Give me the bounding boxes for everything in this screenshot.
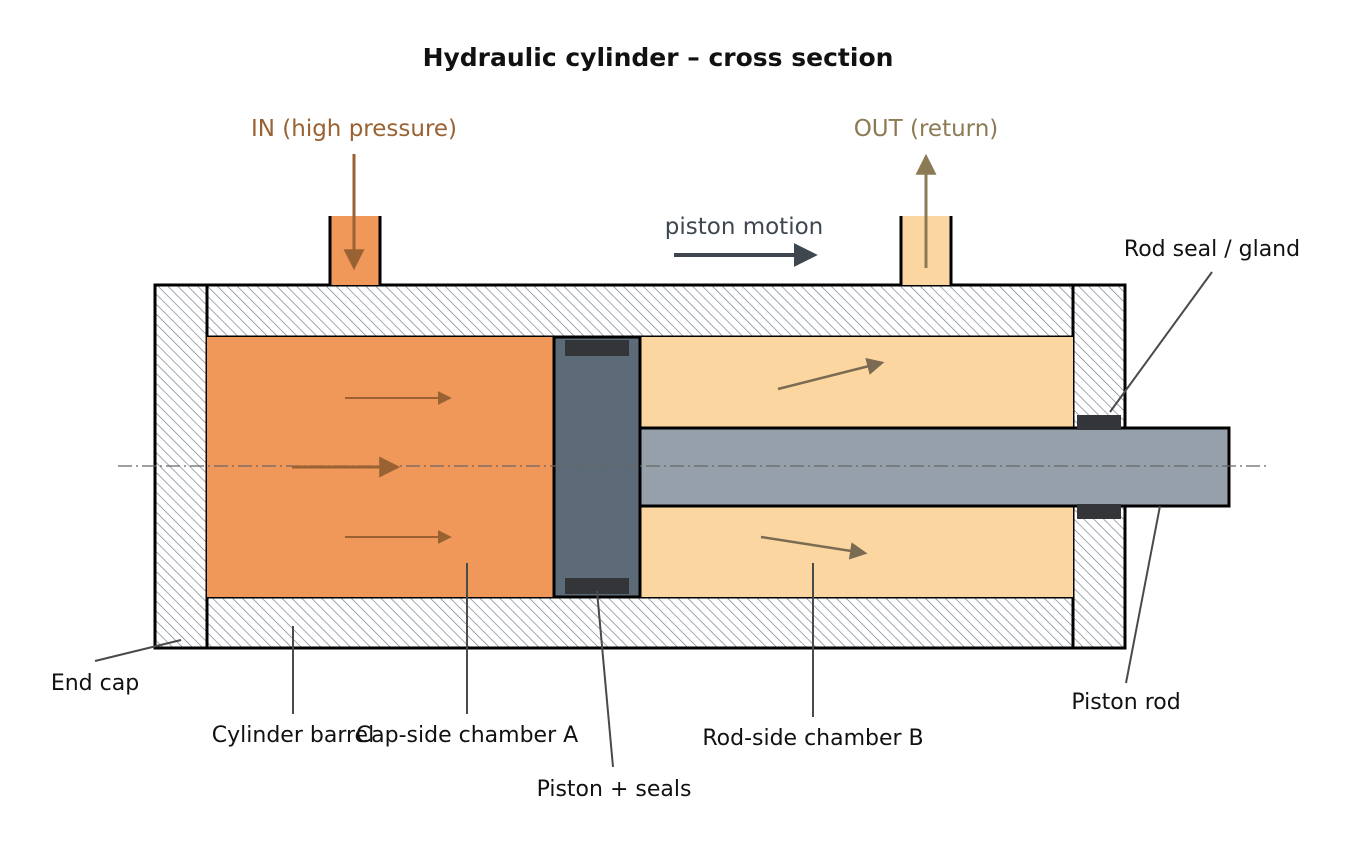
- flow-arrow-b1: [777, 357, 885, 391]
- label-cylinder-barrel: Cylinder barrel: [212, 723, 374, 748]
- piston-seal-bottom: [565, 578, 629, 594]
- inlet-label: IN (high pressure): [251, 116, 457, 142]
- label-piston-seals: Piston + seals: [537, 777, 692, 802]
- piston-seal-top: [565, 340, 629, 356]
- label-piston-rod: Piston rod: [1071, 690, 1180, 715]
- label-cap-side-chamber: Cap-side chamber A: [356, 723, 578, 748]
- piston: [552, 335, 642, 599]
- rod-seal-top: [1077, 415, 1121, 430]
- barrel-top-wall: [205, 283, 1075, 339]
- label-rod-seal: Rod seal / gland: [1124, 237, 1300, 262]
- leader-piston: [596, 590, 614, 768]
- leader-end-cap: [94, 639, 182, 662]
- diagram-title: Hydraulic cylinder – cross section: [423, 43, 894, 72]
- flow-arrow-b2: [760, 535, 868, 560]
- rod-seal-bottom: [1077, 504, 1121, 519]
- label-end-cap: End cap: [51, 671, 139, 696]
- outlet-label: OUT (return): [854, 116, 999, 142]
- motion-label: piston motion: [665, 214, 823, 240]
- label-rod-side-chamber: Rod-side chamber B: [702, 726, 923, 751]
- barrel-bottom-wall: [205, 595, 1075, 650]
- leader-rod-seal: [1109, 271, 1213, 413]
- piston-rod: [638, 426, 1231, 508]
- leader-rod: [1125, 505, 1161, 684]
